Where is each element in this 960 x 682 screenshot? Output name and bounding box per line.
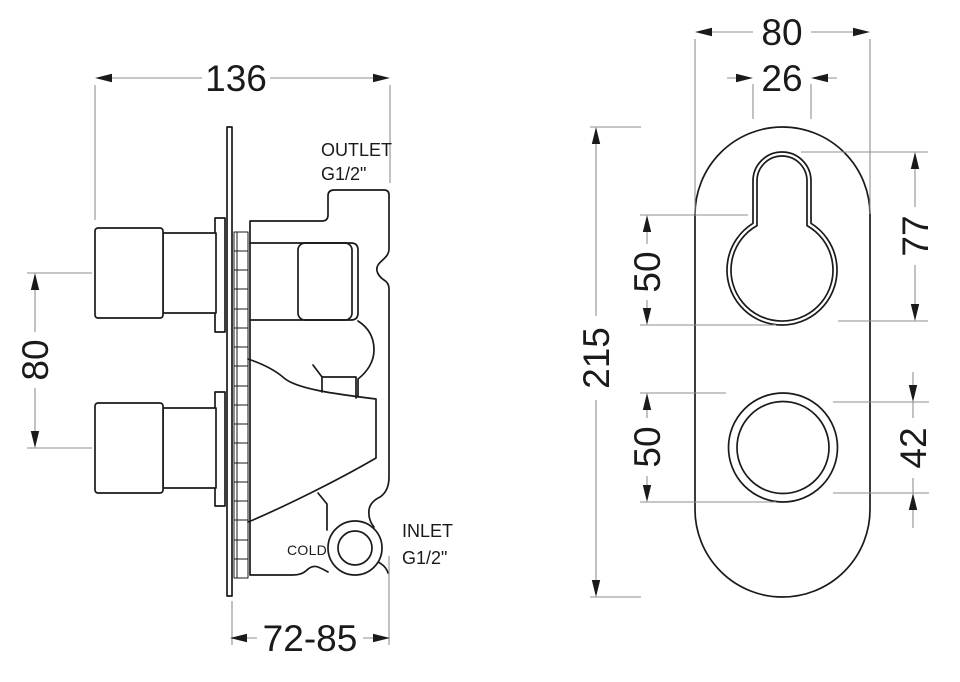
keyhole-inner-outline (730, 155, 834, 322)
dim-bottom-control-value: 50 (627, 426, 668, 467)
outlet-thread-label: G1/2" (321, 164, 366, 184)
dim-dial-inner-group: 42 (833, 372, 934, 528)
inlet-label: INLET (402, 521, 453, 541)
top-handle-stem (162, 232, 217, 314)
outlet-label: OUTLET (321, 140, 392, 160)
top-handle (94, 227, 217, 319)
dim-plate-width-group: 80 (694, 12, 871, 214)
dim-plate-width-value: 80 (761, 12, 802, 53)
dim-slot-width-group: 26 (727, 58, 837, 119)
body-bracket (312, 364, 357, 399)
inlet-port-outer (327, 520, 383, 576)
cartridge-piston (297, 242, 353, 321)
dim-depth-range-arrows (230, 633, 390, 643)
dim-top-control-value: 50 (627, 251, 668, 292)
dim-total-depth-lines (94, 77, 391, 220)
dim-dial-inner-value: 42 (893, 427, 934, 468)
dim-keyhole-height-group: 77 (801, 151, 936, 322)
front-view: 80 26 215 50 50 77 (576, 12, 936, 598)
side-view: 136 80 72-85 OUTLET G1/2" INLET G1/2" CO… (15, 58, 453, 659)
dim-plate-height-lines (590, 126, 641, 598)
dim-dial-inner-lines (833, 372, 929, 528)
bottom-handle-face (94, 402, 164, 494)
dim-total-depth-value: 136 (205, 58, 267, 99)
thread-stack-grooves (234, 232, 248, 578)
dial-inner-ring (736, 400, 830, 495)
valve-body (247, 189, 390, 576)
dim-bottom-control-group: 50 (627, 392, 776, 503)
dim-depth-range-value: 72-85 (263, 618, 358, 659)
cartridge-housing (249, 242, 359, 321)
dim-handle-spacing-value: 80 (15, 339, 56, 380)
dim-handle-spacing-group: 80 (15, 272, 92, 449)
dim-top-control-lines (640, 214, 776, 326)
dim-slot-width-value: 26 (761, 58, 802, 99)
dim-top-control-group: 50 (627, 214, 776, 326)
dim-slot-width-lines (727, 77, 837, 119)
lower-retainer-bell (247, 358, 377, 523)
dim-depth-range-group: 72-85 (230, 556, 390, 659)
dim-total-depth-group: 136 (94, 58, 391, 220)
lever-keyhole-cutout (726, 151, 838, 326)
dim-plate-width-lines (694, 31, 871, 214)
dim-keyhole-height-arrows (910, 152, 920, 321)
dim-plate-height-value: 215 (576, 327, 617, 389)
dim-keyhole-height-lines (801, 151, 928, 322)
dim-bottom-control-lines (640, 392, 776, 503)
keyhole-outer-outline (726, 151, 838, 326)
valve-body-outline (249, 189, 390, 576)
bottom-handle-stem (162, 407, 217, 489)
dim-handle-spacing-lines (27, 272, 92, 449)
dim-depth-range-lines (231, 556, 390, 645)
bottom-handle (94, 402, 217, 494)
dim-keyhole-height-value: 77 (895, 215, 936, 256)
top-handle-face (94, 227, 164, 319)
cold-label: COLD (287, 542, 327, 558)
inlet-connector-line (317, 492, 328, 531)
faceplate (694, 126, 871, 598)
thread-stack (233, 231, 249, 579)
inlet-thread-label: G1/2" (402, 548, 447, 568)
inlet-port-inner (337, 530, 373, 566)
wall-plate (226, 126, 233, 597)
dial-outer-ring (727, 392, 839, 503)
dim-plate-height-group: 215 (576, 126, 641, 598)
dial-cutout (727, 392, 839, 503)
body-bulge-arc (357, 320, 375, 398)
